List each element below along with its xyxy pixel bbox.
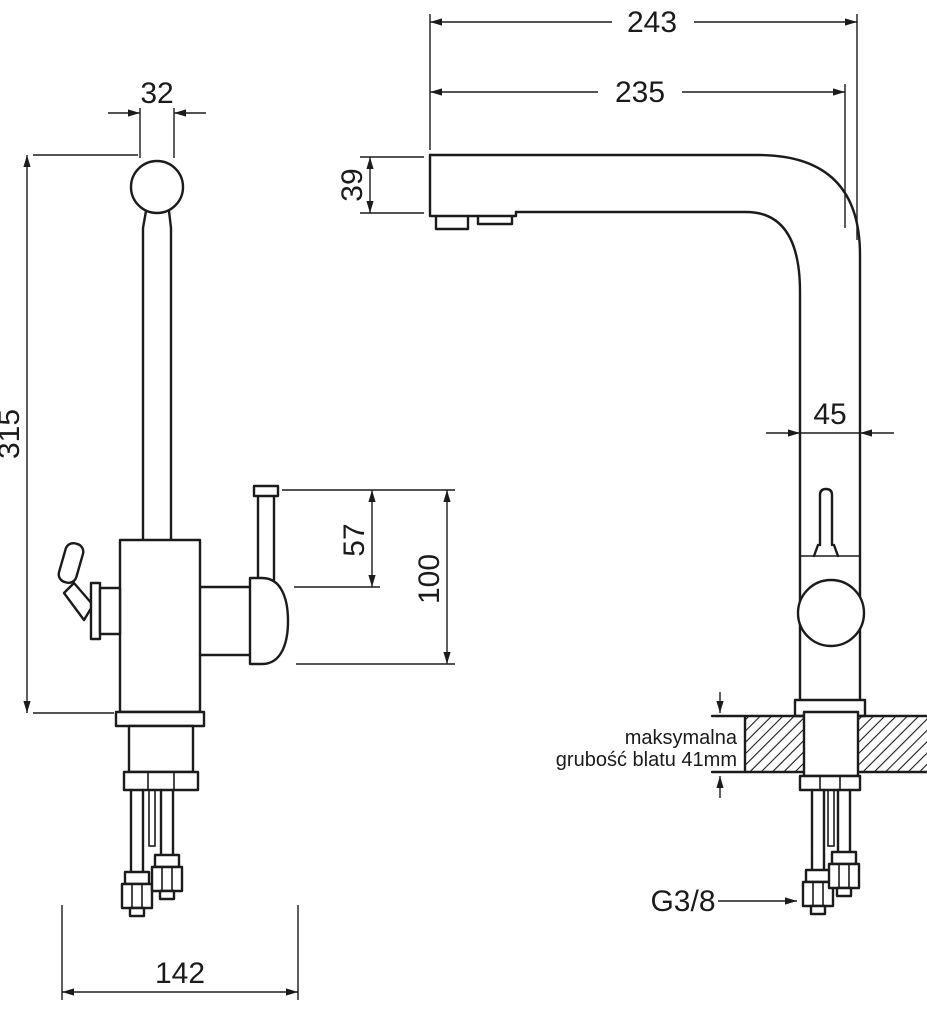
dim-total-depth-label: 243	[627, 6, 677, 39]
dim-total-depth: 243	[429, 6, 858, 240]
dim-base-width: 142	[61, 905, 299, 1000]
countertop-note-line2: grubość blatu 41mm	[556, 749, 737, 771]
connection-thread-label: G3/8	[650, 885, 715, 918]
front-side-handle	[57, 541, 122, 641]
front-view: 32 315 57 100	[0, 77, 455, 1000]
dim-spout-reach: 235	[430, 76, 846, 228]
dim-outlet-upper: 57	[282, 489, 455, 588]
side-handle-lever	[799, 487, 861, 558]
side-swivel-joint	[796, 578, 866, 648]
front-mounting-shank	[114, 710, 206, 792]
front-filter-outlet	[198, 484, 290, 666]
side-view: 243 235 39 45	[336, 6, 927, 918]
side-supply-hoses	[801, 788, 861, 916]
dim-top-width: 32	[108, 77, 206, 158]
front-riser-pipe	[141, 209, 173, 542]
dim-outlet-total-label: 100	[413, 554, 446, 604]
side-mounting-shank	[798, 710, 862, 792]
dim-total-height: 315	[0, 154, 138, 714]
countertop-note-line1: maksymalna	[625, 727, 738, 749]
dim-top-width-label: 32	[140, 77, 173, 110]
dim-body-depth-label: 45	[813, 398, 846, 431]
side-spout	[428, 153, 862, 702]
front-body	[118, 538, 202, 714]
countertop-thickness-note: maksymalna grubość blatu 41mm	[556, 692, 738, 798]
dim-outlet-upper-label: 57	[338, 523, 371, 556]
dim-total-height-label: 315	[0, 409, 26, 459]
dim-spout-height: 39	[336, 156, 424, 214]
side-dimensions: 243 235 39 45	[336, 6, 894, 918]
front-spout-knob	[129, 159, 185, 215]
dim-outlet-total: 100	[296, 490, 455, 665]
dim-spout-height-label: 39	[336, 168, 369, 201]
connection-thread-callout: G3/8	[650, 885, 797, 918]
front-supply-hoses	[120, 788, 184, 918]
dim-body-depth: 45	[766, 398, 894, 437]
dim-base-width-label: 142	[155, 957, 205, 990]
front-dimensions: 32 315 57 100	[0, 77, 455, 1000]
dim-spout-reach-label: 235	[615, 76, 665, 109]
